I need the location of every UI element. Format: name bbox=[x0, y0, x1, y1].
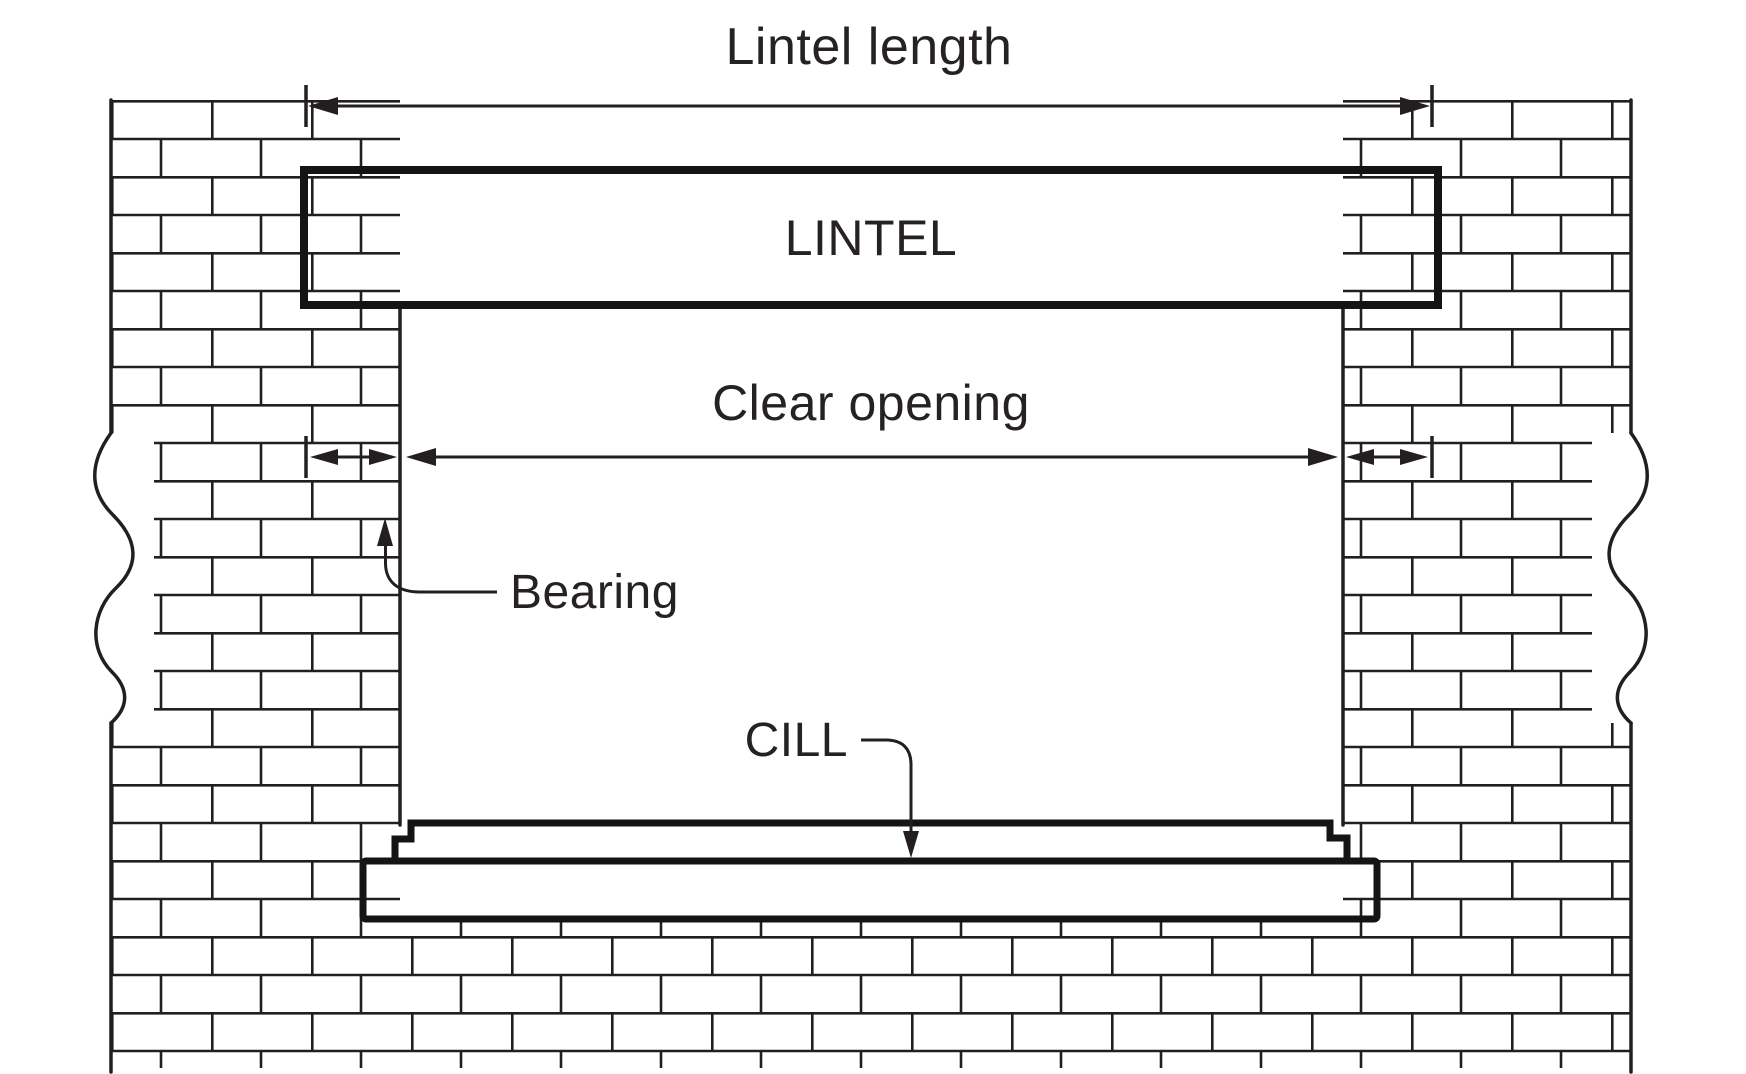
right-wall-break bbox=[1592, 431, 1658, 725]
cill-callout: CILL bbox=[745, 714, 919, 858]
left-wall-break bbox=[88, 431, 154, 725]
bottom-brickwork-under-cill bbox=[111, 919, 1631, 1068]
bearing-leader-arrow-icon bbox=[377, 518, 393, 546]
clear-opening-dimension: Clear opening bbox=[406, 375, 1338, 466]
bearing-left-arrow-out-icon bbox=[310, 449, 338, 465]
right-wall-brickwork bbox=[1343, 100, 1631, 1068]
cill-leader-line bbox=[861, 738, 913, 833]
bearing-leader-line bbox=[384, 544, 497, 594]
cill-upper-slab bbox=[391, 819, 1351, 865]
bearing-right-arrow-in-icon bbox=[1346, 449, 1374, 465]
lintel-length-arrow-right-icon bbox=[1400, 97, 1430, 115]
bearing-dimension-right bbox=[1346, 436, 1434, 478]
lintel-length-dimension: Lintel length bbox=[304, 18, 1434, 127]
lintel-label: LINTEL bbox=[785, 210, 958, 266]
lintel-length-arrow-left-icon bbox=[308, 97, 338, 115]
bearing-left-arrow-in-icon bbox=[369, 449, 397, 465]
left-break-line bbox=[93, 431, 135, 725]
left-wall-brickwork bbox=[111, 100, 400, 1068]
right-break-line bbox=[1607, 431, 1649, 725]
bearing-right-arrow-out-icon bbox=[1400, 449, 1428, 465]
bearing-callout: Bearing bbox=[377, 518, 679, 619]
bearing-label: Bearing bbox=[510, 566, 679, 619]
clear-opening-arrow-right-icon bbox=[1308, 448, 1338, 466]
cill-leader-arrow-icon bbox=[903, 831, 919, 858]
bearing-dimension-left bbox=[304, 436, 397, 478]
cill-lower-slab bbox=[359, 857, 1381, 923]
cill-label: CILL bbox=[745, 714, 848, 767]
lintel-block bbox=[300, 166, 1442, 309]
clear-opening-arrow-left-icon bbox=[406, 448, 436, 466]
lintel-length-label: Lintel length bbox=[726, 18, 1013, 76]
clear-opening-label: Clear opening bbox=[712, 375, 1030, 431]
left-break-mask bbox=[88, 433, 154, 723]
